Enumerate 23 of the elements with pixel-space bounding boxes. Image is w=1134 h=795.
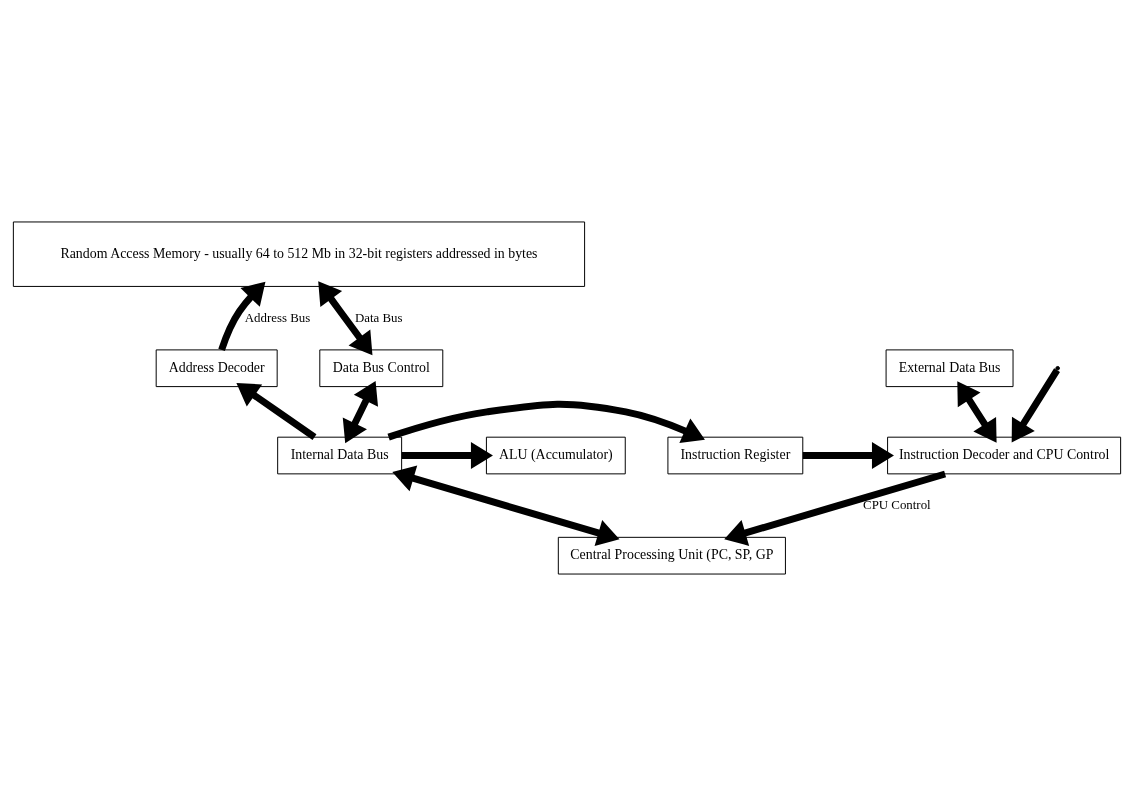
- arrow: [392, 464, 620, 546]
- arrow: [218, 281, 266, 351]
- arrow: [401, 441, 493, 469]
- node-box: Instruction Decoder and CPU Control: [887, 436, 1122, 474]
- edge-label: Address Bus: [244, 310, 311, 325]
- node-box: Random Access Memory - usually 64 to 512 Mb in 32-bit registers addressed in bytes: [12, 220, 586, 287]
- node-box: Internal Data Bus: [277, 436, 403, 474]
- node-box: External Data Bus: [885, 348, 1014, 387]
- node-box: Data Bus Control: [319, 348, 444, 387]
- edge-label: Data Bus: [354, 310, 403, 325]
- arrow: [957, 380, 997, 443]
- edge-label: CPU Control: [863, 497, 931, 512]
- node-box: Address Decoder: [155, 348, 278, 387]
- arrow: [342, 380, 379, 443]
- arrow: [387, 400, 705, 443]
- arrow: [724, 470, 947, 546]
- arrow: [802, 441, 894, 469]
- node-box: Central Processing Unit (PC, SP, GP: [557, 536, 786, 575]
- node-box: ALU (Accumulator): [485, 436, 626, 474]
- arrow: [318, 280, 373, 355]
- node-box: Instruction Register: [667, 436, 804, 474]
- arrow: [236, 382, 317, 440]
- arrow: [1011, 367, 1060, 442]
